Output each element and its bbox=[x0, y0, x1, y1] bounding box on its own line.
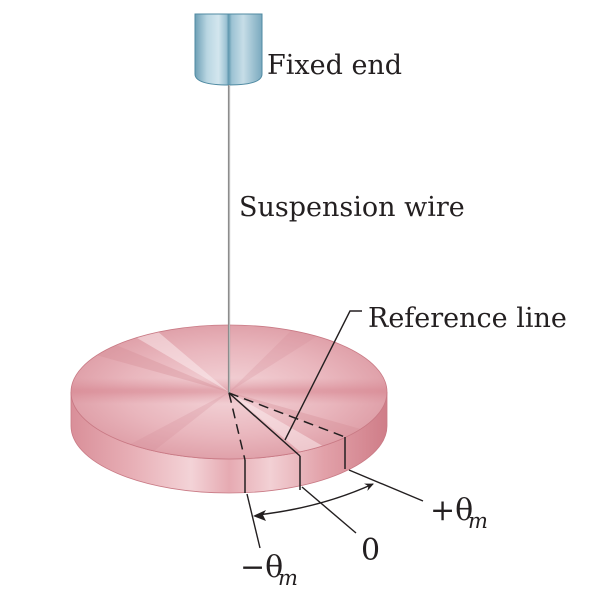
fixed-end-label: Fixed end bbox=[267, 50, 402, 81]
minus-theta-leader bbox=[246, 493, 261, 549]
minus-theta-symbol: −θ bbox=[240, 550, 283, 585]
plus-theta-line-top bbox=[228, 392, 346, 438]
plus-theta-subscript: m bbox=[468, 509, 488, 533]
plus-theta-symbol: +θ bbox=[430, 493, 473, 528]
fixed-end-clamp bbox=[194, 13, 263, 86]
amplitude-arrow bbox=[256, 483, 374, 516]
suspension-wire-label: Suspension wire bbox=[239, 192, 465, 223]
arrowhead-left-icon bbox=[253, 510, 266, 521]
zero-leader bbox=[301, 486, 357, 534]
reference-line-top bbox=[228, 392, 301, 457]
reference-line-label: Reference line bbox=[368, 303, 567, 334]
minus-theta-label: −θ m bbox=[240, 550, 298, 590]
minus-theta-line-top bbox=[228, 392, 246, 461]
minus-theta-subscript: m bbox=[278, 566, 298, 590]
plus-theta-label: +θ m bbox=[430, 493, 488, 533]
zero-label: 0 bbox=[361, 533, 380, 568]
reference-line-leader bbox=[284, 310, 362, 441]
plus-theta-leader bbox=[348, 469, 424, 502]
